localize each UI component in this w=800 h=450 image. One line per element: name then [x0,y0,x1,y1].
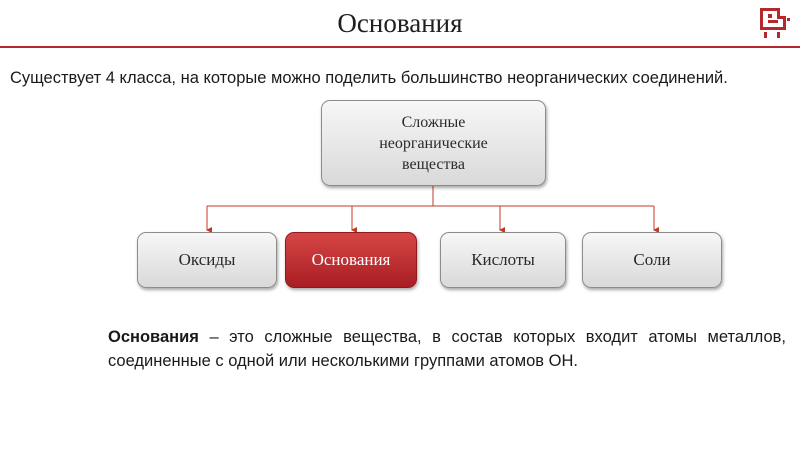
pixel-robot-logo-icon [760,8,790,38]
diagram-node-bases: Основания [285,232,417,288]
diagram-node-acids: Кислоты [440,232,566,288]
page-title: Основания [337,8,463,38]
definition-paragraph: Основания – это сложные вещества, в сост… [108,325,786,373]
intro-paragraph: Существует 4 класса, на которые можно по… [10,69,728,87]
title-divider [0,46,800,48]
diagram-root-node: Сложные неорганические вещества [321,100,546,186]
definition-term: Основания [108,328,199,346]
diagram-node-oxides: Оксиды [137,232,277,288]
definition-text: – это сложные вещества, в состав которых… [108,328,786,370]
diagram-node-salts: Соли [582,232,722,288]
